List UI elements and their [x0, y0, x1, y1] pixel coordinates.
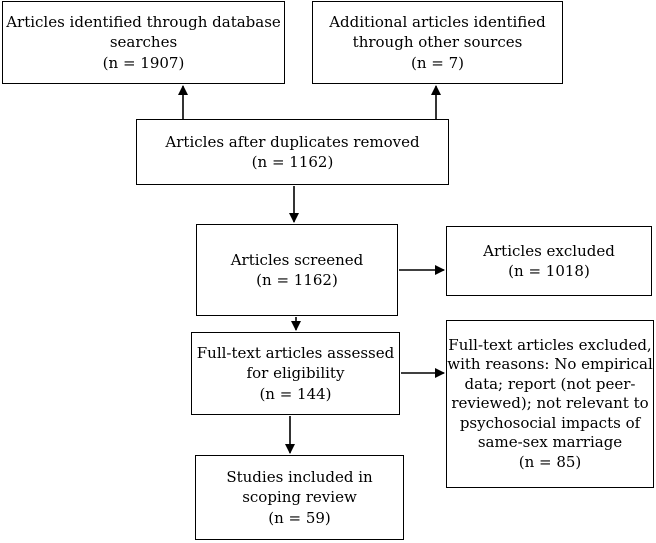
box-line: Articles excluded — [483, 241, 615, 260]
box-line: Studies included in — [226, 468, 373, 487]
box-line: (n = 1018) — [508, 262, 590, 280]
box-line: (n = 7) — [410, 53, 464, 72]
box-line: (n = 1162) — [256, 271, 338, 289]
box-articles-excluded: Articles excluded (n = 1018) — [446, 226, 652, 296]
box-line: (n = 85) — [518, 452, 582, 471]
box-line: reviewed); not relevant to — [451, 394, 649, 413]
box-database-searches: Articles identified through database sea… — [2, 1, 285, 84]
box-line: psychosocial impacts of — [459, 413, 641, 432]
box-line: searches — [109, 33, 178, 52]
box-line: (n = 144) — [259, 384, 332, 403]
box-line: Full-text articles assessed — [196, 344, 395, 363]
box-line: data; report (not peer- — [464, 374, 636, 393]
box-line: (n = 1907) — [102, 53, 185, 72]
box-line: Articles identified through database — [6, 13, 281, 32]
box-studies-included: Studies included in scoping review (n = … — [195, 455, 404, 540]
box-line: (n = 1162) — [251, 153, 334, 171]
box-duplicates-removed: Articles after duplicates removed (n = 1… — [136, 119, 449, 185]
box-line: same-sex marriage — [477, 433, 623, 452]
box-line: (n = 59) — [268, 508, 331, 527]
box-line: Articles after duplicates removed — [165, 132, 420, 151]
box-other-sources: Additional articles identified through o… — [312, 1, 563, 84]
box-line: scoping review — [242, 488, 357, 507]
box-line: Additional articles identified — [329, 13, 546, 32]
box-line: for eligibility — [246, 364, 345, 383]
box-fulltext-assessed: Full-text articles assessed for eligibil… — [191, 332, 400, 415]
box-line: through other sources — [352, 33, 523, 52]
box-line: Articles screened — [230, 250, 364, 269]
box-line: Full-text articles excluded, — [448, 335, 652, 354]
box-fulltext-excluded: Full-text articles excluded, with reason… — [446, 320, 654, 488]
box-line: with reasons: No empirical — [447, 355, 653, 374]
box-articles-screened: Articles screened (n = 1162) — [196, 224, 398, 316]
